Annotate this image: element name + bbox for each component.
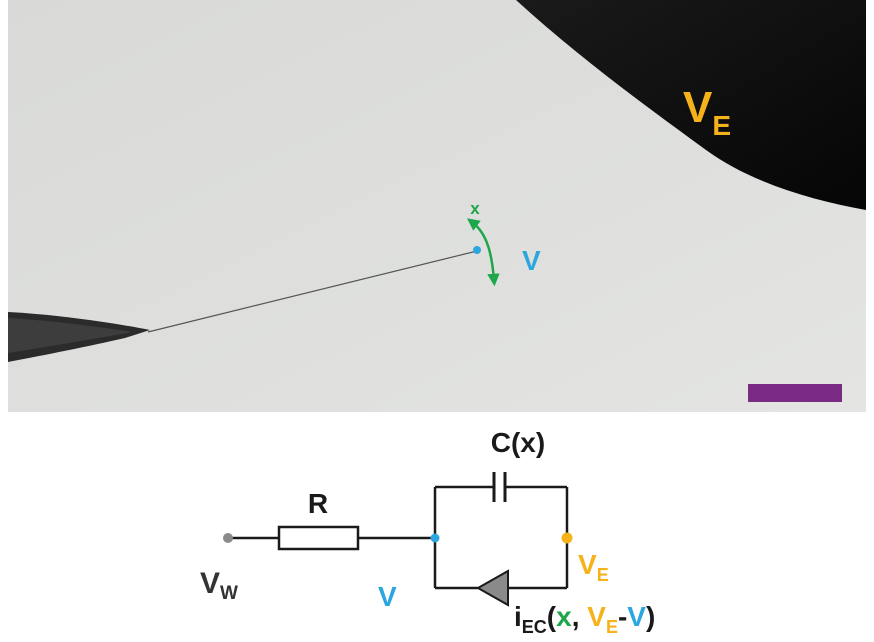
micrograph-panel: x V VE bbox=[8, 0, 866, 412]
counter-electrode bbox=[516, 0, 866, 210]
node-ve bbox=[561, 532, 573, 544]
displacement-arrow bbox=[467, 218, 500, 287]
node-v bbox=[430, 533, 440, 543]
electrode-potential-label: VE bbox=[683, 83, 731, 141]
electrode-label-sub: E bbox=[712, 110, 731, 141]
displacement-label: x bbox=[470, 199, 480, 218]
electrode-label-main: V bbox=[683, 83, 713, 132]
source-terminal bbox=[223, 533, 233, 543]
nanowire bbox=[147, 250, 478, 333]
current-source-label: iEC(x, VE-V) bbox=[514, 601, 655, 637]
scale-bar bbox=[748, 384, 842, 402]
tip-point bbox=[473, 246, 481, 254]
tip-potential-label: V bbox=[522, 245, 541, 276]
current-source bbox=[475, 569, 509, 607]
resistor-label: R bbox=[308, 488, 328, 519]
source-voltage-label: VW bbox=[200, 567, 238, 604]
node-ve-label: VE bbox=[578, 549, 609, 585]
node-v-label: V bbox=[378, 581, 397, 612]
capacitor-label: C(x) bbox=[491, 427, 545, 458]
equivalent-circuit bbox=[228, 472, 569, 590]
resistor bbox=[277, 525, 360, 551]
cantilever-base-highlight bbox=[8, 318, 132, 353]
